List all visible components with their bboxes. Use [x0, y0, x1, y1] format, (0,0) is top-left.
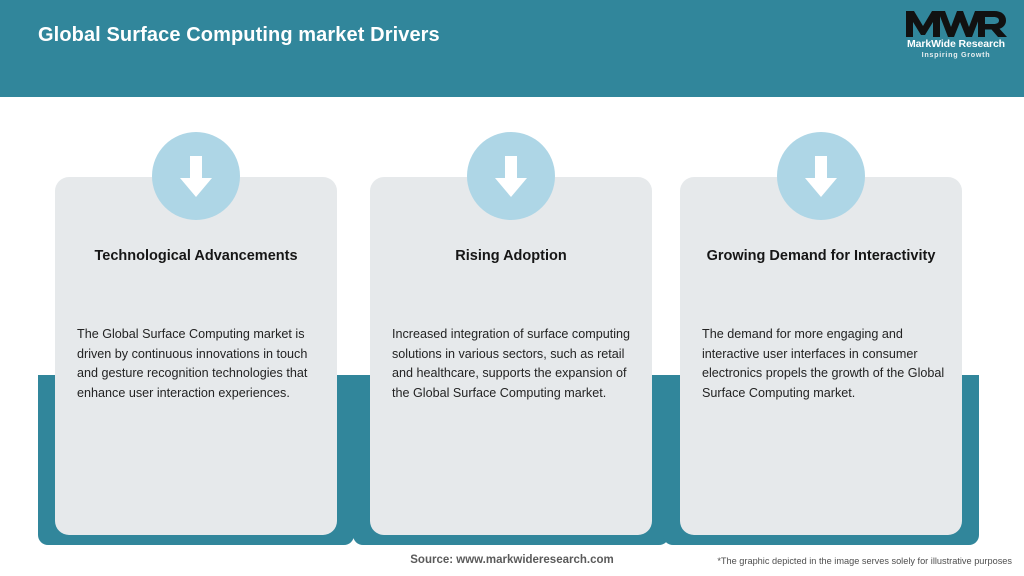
card-panel — [370, 177, 652, 535]
card-title: Rising Adoption — [455, 248, 567, 264]
card-panel — [55, 177, 337, 535]
disclaimer-label: *The graphic depicted in the image serve… — [717, 556, 1012, 566]
card-title: Growing Demand for Interactivity — [706, 248, 936, 264]
company-logo: MarkWide Research Inspiring Growth — [902, 8, 1010, 64]
page-title: Global Surface Computing market Drivers — [38, 24, 440, 46]
logo-tagline: Inspiring Growth — [921, 50, 991, 59]
down-arrow-icon — [152, 132, 240, 220]
header-bar: Global Surface Computing market Drivers … — [0, 0, 1024, 97]
card-description: The Global Surface Computing market is d… — [77, 327, 308, 400]
source-label: Source: www.markwideresearch.com — [410, 554, 614, 566]
down-arrow-icon — [777, 132, 865, 220]
card-title: Technological Advancements — [94, 248, 298, 264]
mwr-monogram-icon — [902, 8, 1010, 40]
logo-company-name: MarkWide Research — [907, 38, 1005, 50]
card-panel — [680, 177, 962, 535]
card-description: Increased integration of surface computi… — [392, 327, 631, 400]
down-arrow-icon — [467, 132, 555, 220]
card-description: The demand for more engaging and interac… — [702, 327, 945, 400]
